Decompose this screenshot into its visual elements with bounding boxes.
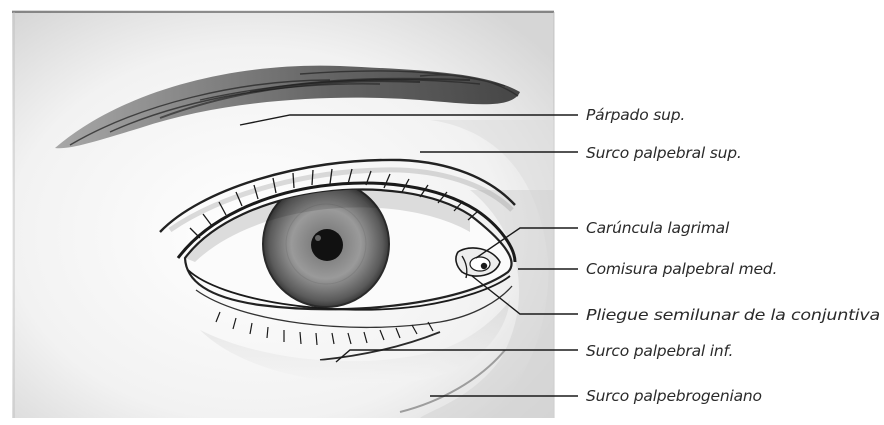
- pupil: [311, 229, 343, 261]
- label-comisura-palpebral-med: Comisura palpebral med.: [586, 260, 777, 278]
- labels: Párpado sup. Surco palpebral sup. Carúnc…: [586, 106, 880, 405]
- label-surco-palpebral-sup: Surco palpebral sup.: [586, 144, 742, 162]
- label-parpado-sup: Párpado sup.: [586, 106, 685, 124]
- pupil-highlight: [315, 235, 321, 241]
- label-surco-palpebral-inf: Surco palpebral inf.: [586, 342, 733, 360]
- eye-illustration: [12, 10, 554, 418]
- label-caruncula-lagrimal: Carúncula lagrimal: [586, 219, 730, 237]
- label-surco-palpebrogeniano: Surco palpebrogeniano: [586, 387, 762, 405]
- label-pliegue-semilunar: Pliegue semilunar de la conjuntiva: [586, 306, 880, 324]
